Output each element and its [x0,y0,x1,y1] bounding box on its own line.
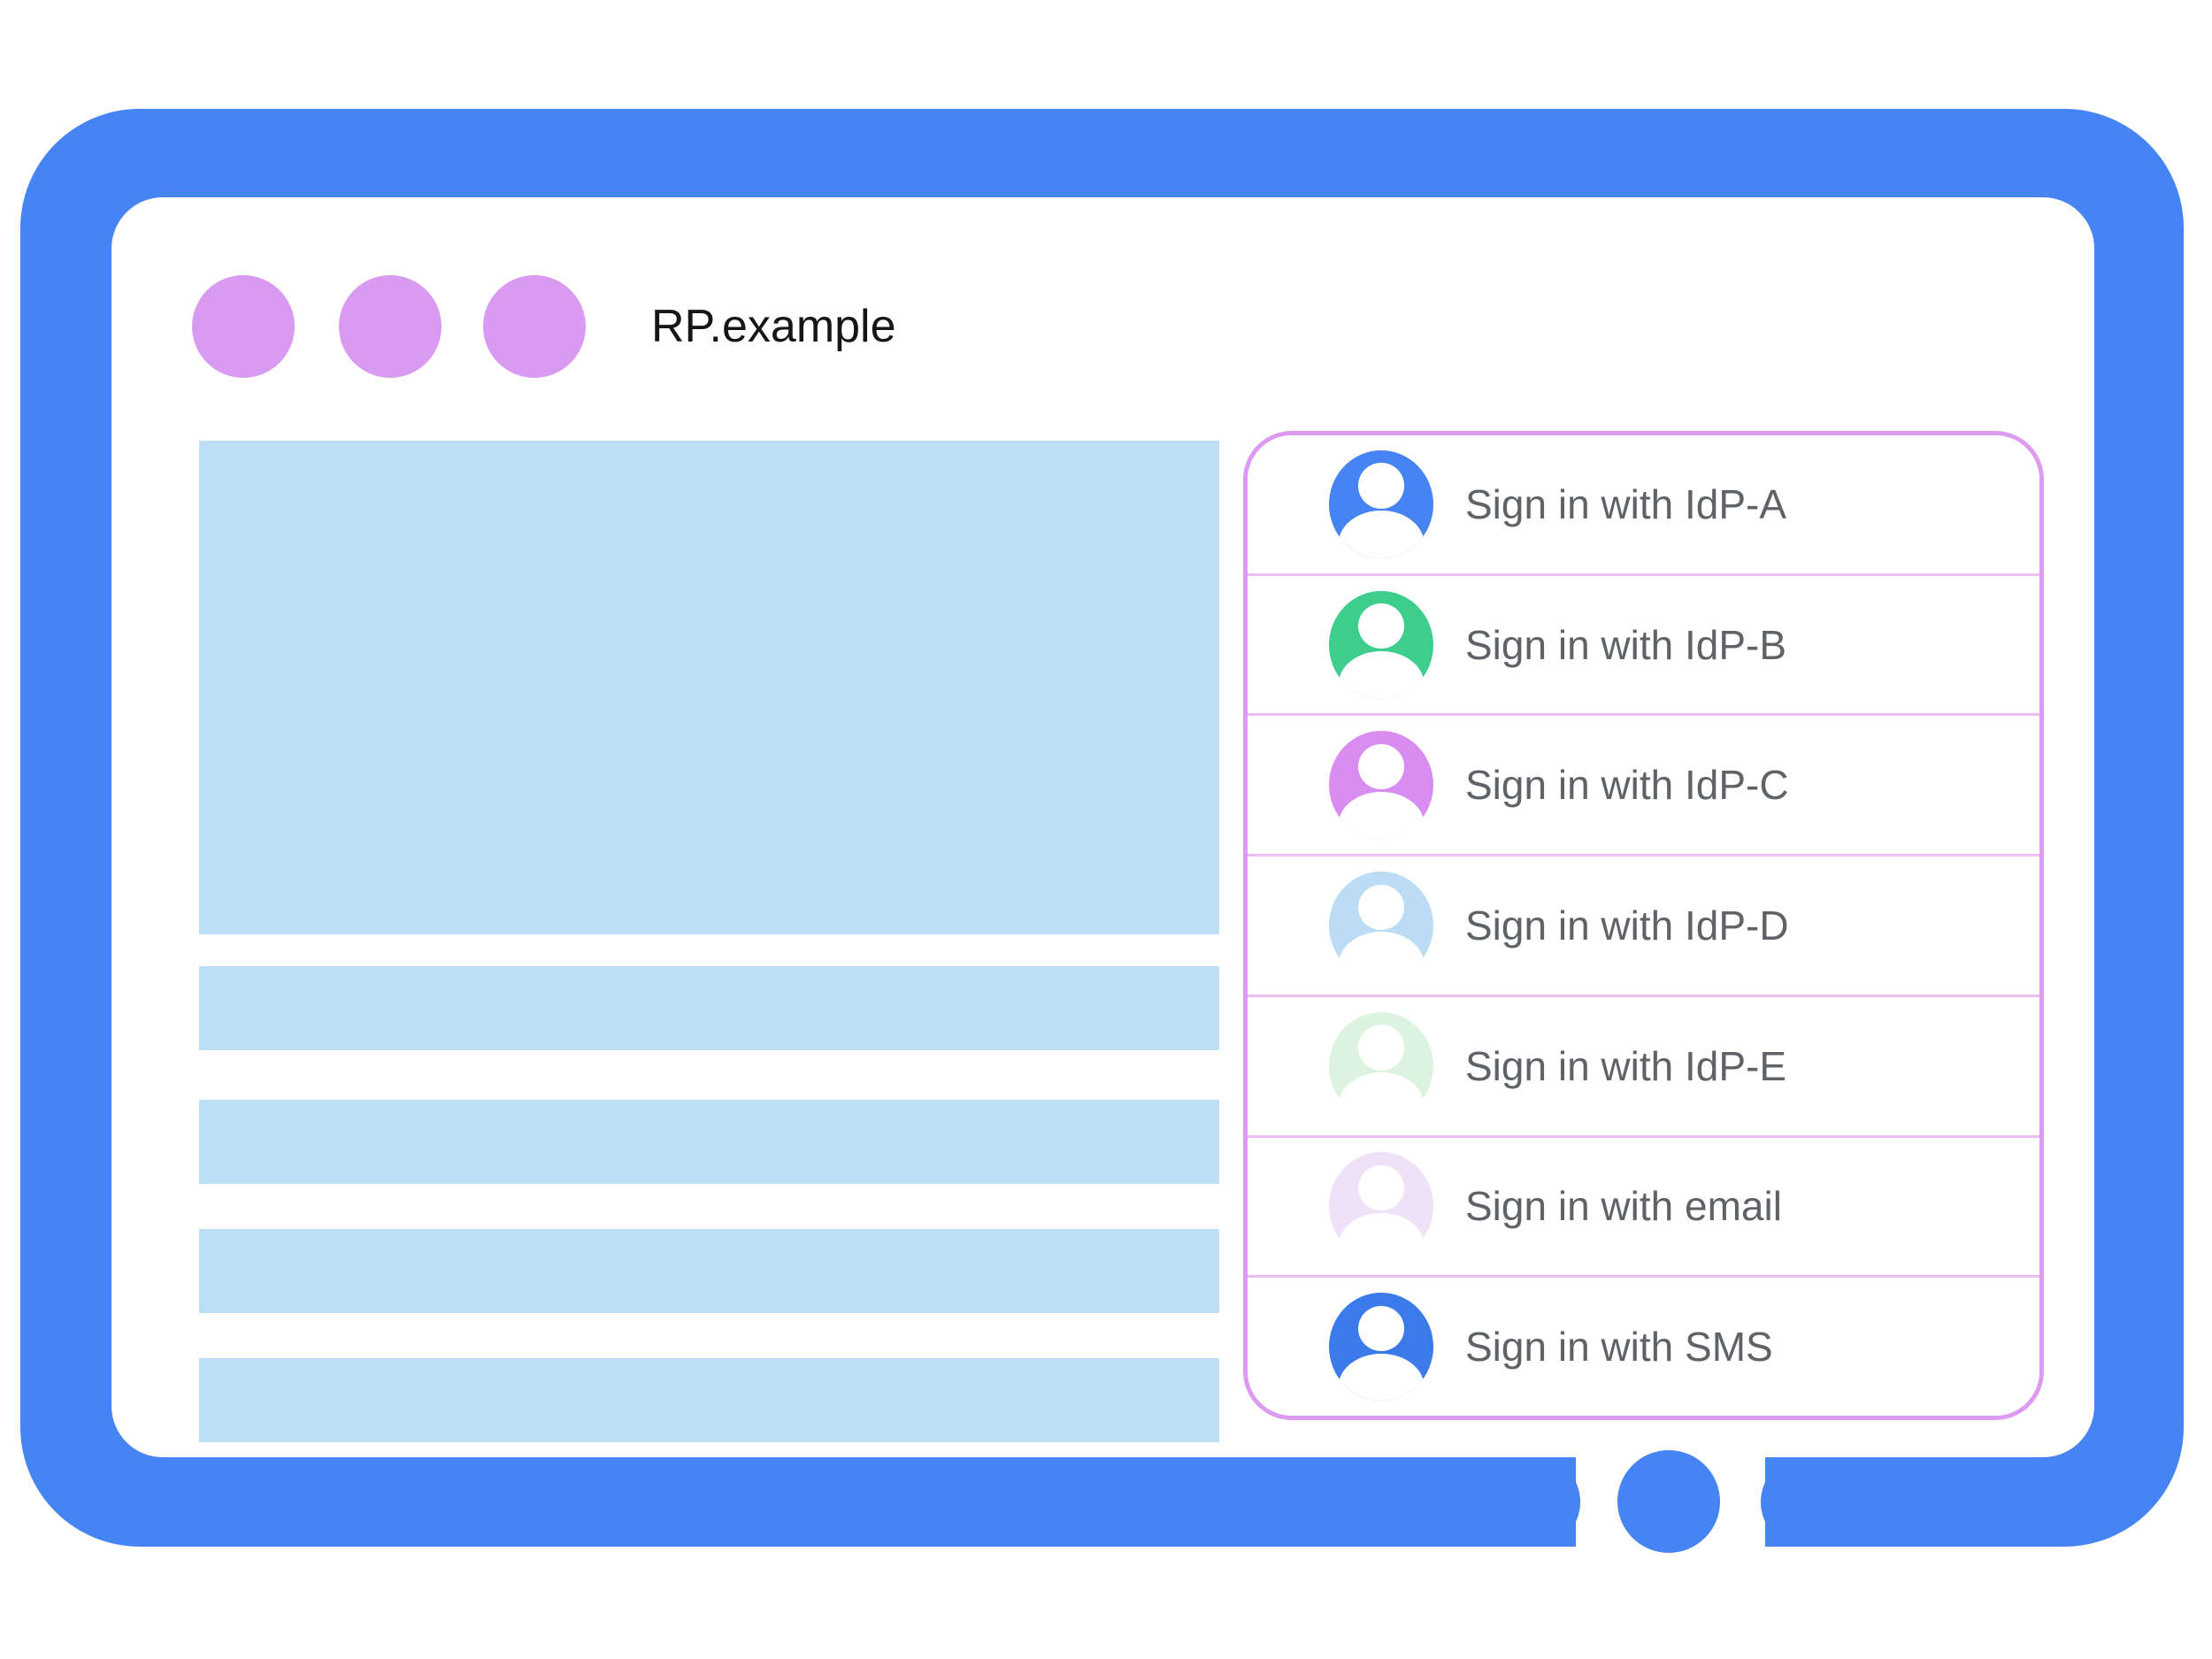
user-avatar-icon [1329,1152,1433,1261]
signin-option-label: Sign in with IdP-E [1465,1042,1787,1089]
signin-option-sms[interactable]: Sign in with SMS [1248,1278,2039,1416]
bezel-left-cap [1460,1457,1580,1547]
window-control-dot-icon [339,275,442,378]
bezel-right-cap [1761,1457,1885,1547]
signin-option-idp-e[interactable]: Sign in with IdP-E [1248,996,2039,1138]
signin-option-label: Sign in with IdP-D [1465,902,1789,949]
content-placeholder-line [199,1358,1219,1442]
signin-option-email[interactable]: Sign in with email [1248,1137,2039,1279]
signin-option-idp-a[interactable]: Sign in with IdP-A [1248,435,2039,576]
signin-option-label: Sign in with SMS [1465,1324,1773,1371]
signin-option-idp-b[interactable]: Sign in with IdP-B [1248,575,2039,717]
user-avatar-icon [1329,731,1433,840]
signin-panel: Sign in with IdP-A Sign in with IdP-B Si… [1243,431,2044,1420]
signin-option-label: Sign in with IdP-A [1465,480,1787,527]
content-placeholder-line [199,966,1219,1050]
content-placeholder-hero [199,441,1219,934]
user-avatar-icon [1329,872,1433,980]
content-placeholder-line [199,1100,1219,1184]
home-button[interactable] [1617,1450,1720,1553]
window-control-dot-icon [483,275,586,378]
user-avatar-icon [1329,590,1433,699]
signin-option-label: Sign in with IdP-C [1465,762,1789,809]
content-placeholder-line [199,1229,1219,1313]
user-avatar-icon [1329,449,1433,558]
signin-option-idp-d[interactable]: Sign in with IdP-D [1248,856,2039,997]
user-avatar-icon [1329,1293,1433,1402]
user-avatar-icon [1329,1011,1433,1120]
window-control-dot-icon [192,275,295,378]
signin-option-idp-c[interactable]: Sign in with IdP-C [1248,716,2039,857]
signin-option-label: Sign in with email [1465,1183,1782,1230]
page-title: RP.example [651,301,896,352]
signin-option-label: Sign in with IdP-B [1465,621,1787,668]
